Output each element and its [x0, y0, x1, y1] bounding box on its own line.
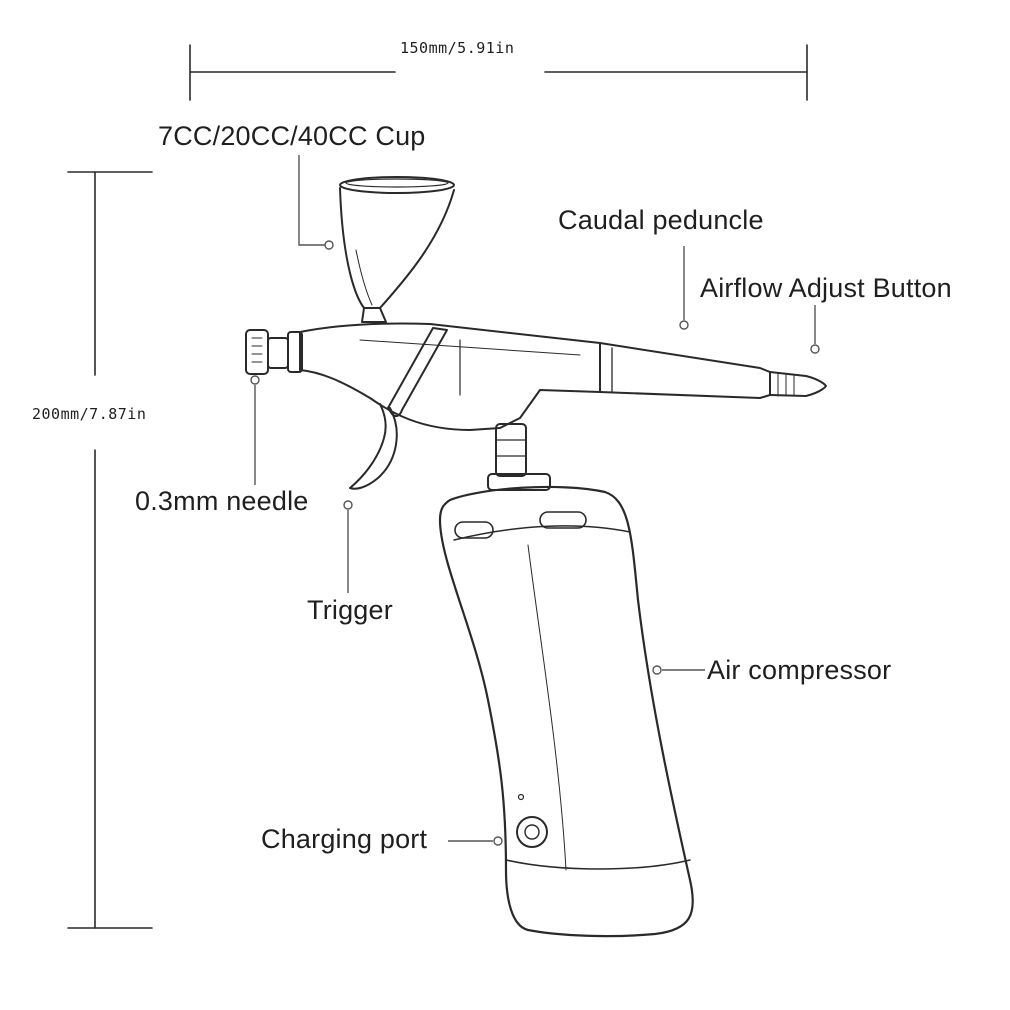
charging-port-label: Charging port — [261, 824, 428, 854]
trigger-leader — [343, 500, 353, 593]
cup-label: 7CC/20CC/40CC Cup — [158, 121, 426, 151]
paint-cup — [339, 176, 455, 323]
rear-handle — [245, 329, 303, 375]
height-dimension-label: 200mm/7.87in — [32, 405, 147, 423]
air-compressor-label: Air compressor — [707, 655, 892, 685]
needle-label: 0.3mm needle — [135, 486, 309, 516]
air-compressor-leader — [652, 665, 705, 675]
caudal-peduncle-leader — [679, 246, 689, 330]
charging-port-leader — [448, 836, 503, 846]
airbrush-body — [299, 322, 771, 431]
trigger-label: Trigger — [307, 595, 393, 625]
connector-stem — [487, 423, 551, 491]
airflow-button-leader — [810, 305, 820, 354]
cup-leader — [298, 155, 334, 250]
caudal-peduncle-label: Caudal peduncle — [558, 205, 764, 235]
nozzle-tip — [769, 371, 827, 397]
airflow-button-label: Airflow Adjust Button — [700, 273, 952, 303]
air-compressor-body — [438, 485, 694, 938]
needle-leader — [250, 375, 260, 485]
width-dimension-label: 150mm/5.91in — [400, 39, 515, 57]
width-dimension-line — [189, 44, 808, 101]
height-dimension-line — [67, 171, 153, 929]
trigger — [349, 327, 448, 490]
charging-port-drawing — [516, 793, 548, 848]
